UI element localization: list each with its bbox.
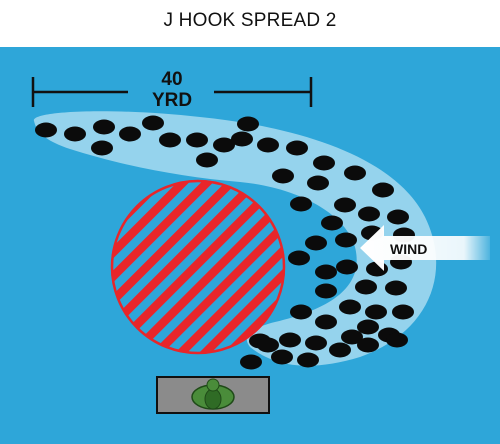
distance-marker: 40 YRD [31,69,313,111]
decoy [240,354,262,370]
decoy [186,132,208,148]
distance-value: 40 [161,69,182,90]
decoy-slick [33,111,437,366]
decoy [91,140,113,156]
decoy [315,314,337,330]
decoy [286,140,308,156]
decoy [315,283,337,299]
decoy [279,332,301,348]
landing-zone [110,179,286,355]
decoy [358,206,380,222]
decoy [339,299,361,315]
decoy [142,115,164,131]
decoy [315,264,337,280]
decoy [64,126,86,142]
decoy [336,259,358,275]
decoy [196,152,218,168]
decoy-spread-diagram: 40 YRD WIND [0,47,500,444]
decoy [357,319,379,335]
decoy [334,197,356,213]
decoy [392,304,414,320]
decoy [355,279,377,295]
decoy [288,250,310,266]
decoy [231,131,253,147]
decoy [290,304,312,320]
wind-label: WIND [390,241,427,257]
decoy [257,137,279,153]
decoy [344,165,366,181]
decoy [386,332,408,348]
decoy [385,280,407,296]
decoy [321,215,343,231]
diagram-title: J HOOK SPREAD 2 [163,10,337,31]
decoy [272,168,294,184]
decoy [93,119,115,135]
decoy [329,342,351,358]
decoy [313,155,335,171]
decoy [307,175,329,191]
decoy [257,337,279,353]
decoy [159,132,181,148]
decoy [341,329,363,345]
decoy [335,232,357,248]
decoy [213,137,235,153]
decoy [305,235,327,251]
decoy [357,337,379,353]
arrow-left-icon [360,225,490,271]
decoy [119,126,141,142]
decoy [297,352,319,368]
decoy [35,122,57,138]
hunting-blind [156,376,270,414]
decoy [271,349,293,365]
wind-arrow: WIND [360,225,490,271]
decoy [305,335,327,351]
distance-unit: YRD [152,90,192,111]
hunter-in-blind-icon [191,378,235,410]
decoy [237,116,259,132]
decoy [387,209,409,225]
decoy [372,182,394,198]
decoy-group [35,115,415,370]
decoy [290,196,312,212]
decoy [365,304,387,320]
